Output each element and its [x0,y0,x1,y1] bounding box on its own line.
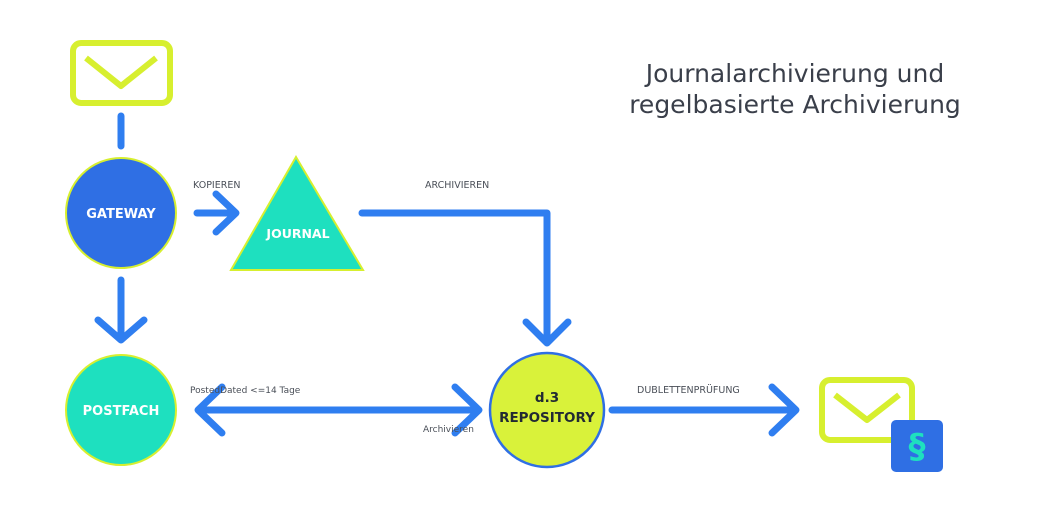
repository-node: d.3 REPOSITORY [488,351,606,469]
gateway-label: GATEWAY [86,207,156,222]
gateway-node: GATEWAY [65,157,177,269]
postfach-label: POSTFACH [83,404,160,419]
kopieren-arrow [193,190,240,236]
archivieren-arrow [358,209,572,347]
title-line-2: regelbasierte Archivierung [629,90,961,119]
journal-node: JOURNAL [229,155,365,271]
archivieren-top-label: ARCHIVIEREN [425,180,489,191]
posted-dated-label: PostedDated <=14 Tage [190,386,301,396]
source-envelope-icon [70,40,173,106]
repository-label-line-2: REPOSITORY [499,410,595,426]
dublettenpruefung-label: DUBLETTENPRÜFUNG [637,385,740,396]
dublettenpruefung-arrow [608,383,800,437]
target-envelope-icon [819,377,915,443]
repository-label-line-1: d.3 [535,390,559,406]
journal-label: JOURNAL [265,226,329,241]
paragraph-icon: § [891,420,943,472]
archivieren-bottom-label: Archivieren [423,425,474,435]
postfach-repository-arrow [194,383,483,437]
title-line-1: Journalarchivierung und [644,59,945,88]
gateway-to-postfach-arrow [94,276,148,344]
kopieren-label: KOPIEREN [193,180,240,191]
paragraph-symbol: § [909,427,926,467]
postfach-node: POSTFACH [65,354,177,466]
